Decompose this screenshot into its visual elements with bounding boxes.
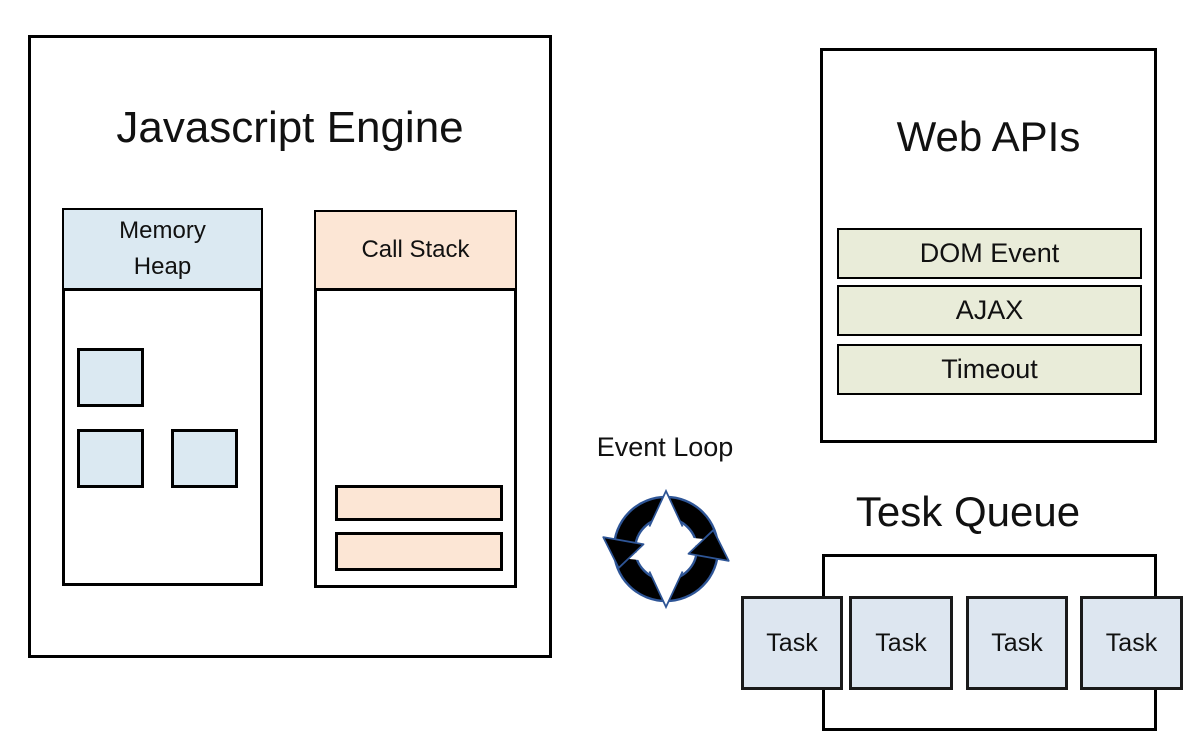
web-api-item-timeout: Timeout xyxy=(837,344,1142,395)
heap-object-square xyxy=(77,429,144,488)
event-loop-label: Event Loop xyxy=(596,432,734,462)
task-queue-title: Tesk Queue xyxy=(855,488,1081,535)
web-apis-box: Web APIs DOM Event AJAX Timeout xyxy=(820,48,1157,443)
web-api-item-ajax: AJAX xyxy=(837,285,1142,336)
web-apis-title: Web APIs xyxy=(896,113,1081,160)
task-item: Task xyxy=(1080,596,1183,690)
task-item: Task xyxy=(849,596,953,690)
heap-object-square xyxy=(77,348,144,407)
javascript-engine-title: Javascript Engine xyxy=(116,103,464,152)
memory-heap-header: Memory Heap xyxy=(64,210,261,291)
cycle-arrows-icon xyxy=(598,488,734,610)
web-api-item-dom-event: DOM Event xyxy=(837,228,1142,279)
task-item: Task xyxy=(741,596,843,690)
call-stack-frame xyxy=(335,532,503,571)
memory-heap-box: Memory Heap xyxy=(62,208,263,586)
heap-object-square xyxy=(171,429,238,488)
javascript-engine-box: Javascript Engine Memory Heap Call Stack xyxy=(28,35,552,658)
call-stack-box: Call Stack xyxy=(314,210,517,588)
call-stack-header: Call Stack xyxy=(316,212,515,291)
task-item: Task xyxy=(966,596,1068,690)
call-stack-frame xyxy=(335,485,503,521)
